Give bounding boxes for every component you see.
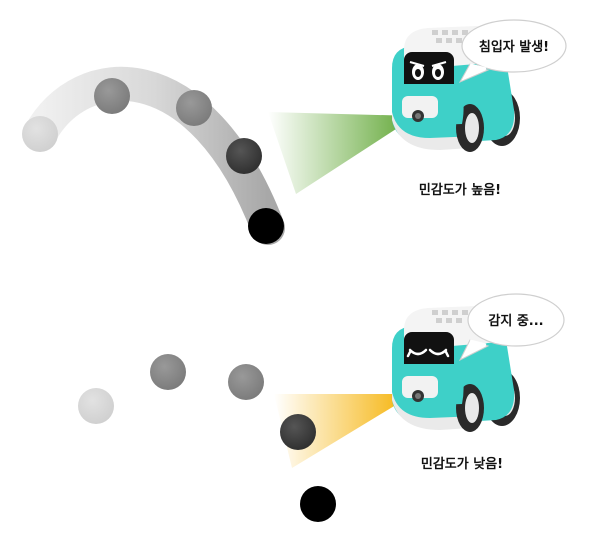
ball-position-5 bbox=[300, 486, 336, 522]
ball-position-2 bbox=[94, 78, 130, 114]
speech-bubble: 침입자 발생! bbox=[458, 19, 567, 84]
sensor-beam-green bbox=[268, 112, 416, 194]
ball-position-5 bbox=[248, 208, 284, 244]
ball-position-3 bbox=[228, 364, 264, 400]
ball-position-1 bbox=[22, 116, 58, 152]
speech-bubble: 감지 중... bbox=[458, 293, 565, 362]
ball-position-2 bbox=[150, 354, 186, 390]
sensor-beam-yellow bbox=[274, 394, 414, 468]
speech-text: 침입자 발생! bbox=[479, 39, 549, 55]
ball-position-1 bbox=[78, 388, 114, 424]
ball-position-4 bbox=[226, 138, 262, 174]
scene-high-sensitivity: 침입자 발생! 민감도가 높음! bbox=[22, 19, 567, 245]
caption-text: 민감도가 낮음! bbox=[421, 456, 503, 472]
ball-position-3 bbox=[176, 90, 212, 126]
speech-text: 감지 중... bbox=[488, 314, 543, 329]
scene-low-sensitivity: 감지 중... 민감도가 낮음! bbox=[78, 293, 565, 522]
ball-position-4 bbox=[280, 414, 316, 450]
eyes-open-icon bbox=[409, 61, 447, 80]
eyes-closed-icon bbox=[406, 348, 450, 358]
caption-text: 민감도가 높음! bbox=[419, 182, 501, 198]
